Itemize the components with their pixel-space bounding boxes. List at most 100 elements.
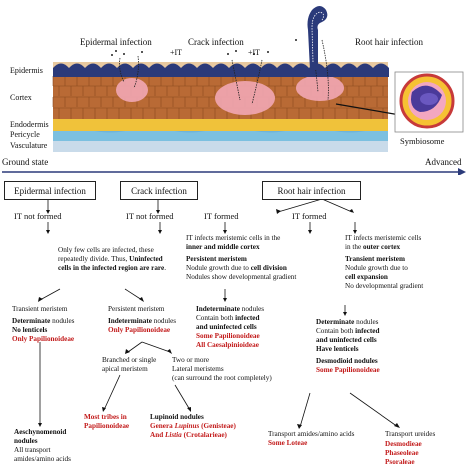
det-l5: Desmodioid nodules: [316, 357, 378, 365]
few-cells-l3p: .: [164, 264, 166, 272]
branched-l1: Branched or single: [102, 356, 157, 364]
det-l6: Some Papilionoideae: [316, 366, 380, 374]
det-l1b: nodules: [356, 318, 379, 326]
most-tribes-l2: Papilionoideae: [84, 422, 130, 430]
epidermis-cell: [229, 63, 245, 77]
symbiosome-label: Symbiosome: [400, 136, 445, 146]
most-tribes-l1: Most tribes in: [84, 413, 127, 421]
box-epidermal-infection: Epidermal infection: [4, 181, 96, 200]
outer-l3: Transient meristem: [345, 255, 405, 263]
inner-l3: Persistent meristem: [186, 255, 247, 263]
amides-l2: Some Loteae: [268, 439, 308, 447]
it-formed-1: IT formed: [204, 211, 239, 221]
lateral-l1: Two or more: [172, 356, 210, 364]
outer-l2: in the: [345, 243, 362, 251]
top-label-epidermal: Epidermal infection: [80, 37, 152, 47]
epidermis-cell: [325, 63, 341, 77]
outer-l1: IT infects meristemic cells: [345, 234, 422, 242]
epidermis-cell: [53, 63, 69, 77]
box-crack-infection: Crack infection: [120, 181, 198, 200]
epidermis-cell: [277, 63, 293, 77]
lateral-l3: (can surround the root completely): [172, 374, 272, 382]
root-hair: [307, 6, 328, 70]
ind-l1: Indeterminate: [196, 305, 240, 313]
inner-l4: Nodule growth due to: [186, 264, 249, 272]
few-cells-l3: cells in the infected region are rare: [58, 264, 165, 272]
epidermis-cell: [101, 63, 117, 77]
it-not-formed-epi: IT not formed: [14, 211, 62, 221]
crack-l1: Persistent meristem: [108, 305, 165, 313]
det-l2: Contain both: [316, 327, 354, 335]
few-cells-l1: Only few cells are infected, these: [58, 246, 154, 254]
box-root-hair-infection: Root hair infection: [262, 181, 361, 200]
inner-l1: IT infects meristemic cells in the: [186, 234, 281, 242]
amides-l1: Transport amides/amino acids: [268, 430, 355, 438]
outer-l6: No developmental gradient: [345, 282, 424, 290]
layer-label-epidermis: Epidermis: [10, 66, 43, 75]
crack-l2b: nodules: [153, 317, 177, 325]
epidermis-cell: [293, 63, 309, 77]
axis-start-label: Ground state: [2, 157, 49, 167]
layer-label-vasculature: Vasculature: [10, 141, 48, 150]
endodermis-layer: [53, 118, 388, 131]
branched-l2: apical meristem: [102, 365, 148, 373]
epidermis-cell: [69, 63, 85, 77]
epidermis-cell: [373, 63, 389, 77]
layer-label-pericycle: Pericycle: [10, 130, 40, 139]
ind-l1b: nodules: [241, 305, 265, 313]
lupinoid-l3: And: [150, 431, 164, 439]
lupinoid-l2i: Lupinus: [174, 422, 200, 430]
aeschy-l4: amides/amino acids: [14, 455, 71, 463]
aeschy-l1: Aeschynomenoid: [14, 428, 67, 436]
aeschy-l2: nodules: [14, 437, 38, 445]
aeschy-l3: All transport: [14, 446, 51, 454]
lupinoid-l3i: Listia: [164, 431, 182, 439]
axis-end-label: Advanced: [425, 157, 462, 167]
epi-l4: Only Papilionoideae: [12, 335, 75, 343]
det-l1: Determinate: [316, 318, 355, 326]
inner-l5: Nodules show developmental gradient: [186, 273, 297, 281]
crack-l3: Only Papilionoideae: [108, 326, 171, 334]
few-cells-l2b: Uninfected: [129, 255, 163, 263]
infected-region-roothair: [296, 75, 344, 101]
top-label-crack: Crack infection: [188, 37, 244, 47]
infected-region-crack: [215, 81, 275, 115]
epidermis-cell: [149, 63, 165, 77]
outer-l4: Nodule growth due to: [345, 264, 408, 272]
epidermis-cell: [357, 63, 373, 77]
det-l3: and uninfected cells: [316, 336, 377, 344]
epidermis-cell: [245, 63, 261, 77]
root-section-svg: [2, 6, 466, 175]
det-l4: Have lenticels: [316, 345, 359, 353]
ureides-l3: Phaseoleae: [385, 449, 419, 457]
ind-l4: Some Papilionoideae: [196, 332, 260, 340]
epi-l2b: nodules: [52, 317, 75, 325]
ind-l5: All Caesalpinioideae: [196, 341, 259, 349]
symbiosome-pointer: [335, 103, 401, 116]
vasculature-layer: [53, 140, 388, 152]
inner-l4b: cell division: [250, 264, 287, 272]
ind-l2b: infected: [235, 314, 260, 322]
lupinoid-l1: Lupinoid nodules: [150, 413, 204, 421]
epidermis-cell: [341, 63, 357, 77]
ind-l3: and uninfected cells: [196, 323, 257, 331]
epidermis-cell: [261, 63, 277, 77]
inner-l2: inner and middle cortex: [186, 243, 260, 251]
epidermis-cell: [181, 63, 197, 77]
crack-l2: Indeterminate: [108, 317, 152, 325]
lateral-l2: Lateral meristems: [172, 365, 224, 373]
layer-label-endodermis: Endodermis: [10, 120, 49, 129]
few-cells-l2: repeatedly divide. Thus,: [58, 255, 128, 263]
lupinoid-l3c: (Crotalarieae): [183, 431, 227, 439]
lupinoid-l2: Genera: [150, 422, 173, 430]
ureides-l4: Psoraleae: [385, 458, 415, 466]
infected-region-epidermal: [116, 78, 148, 102]
outer-l5: cell expansion: [345, 273, 388, 281]
layer-label-cortex: Cortex: [10, 93, 32, 102]
it-not-formed-crack: IT not formed: [126, 211, 174, 221]
epidermis-cell: [133, 63, 149, 77]
det-l2b: infected: [355, 327, 380, 335]
epi-l3: No lenticels: [12, 326, 48, 334]
top-label-root-hair: Root hair infection: [355, 37, 423, 47]
